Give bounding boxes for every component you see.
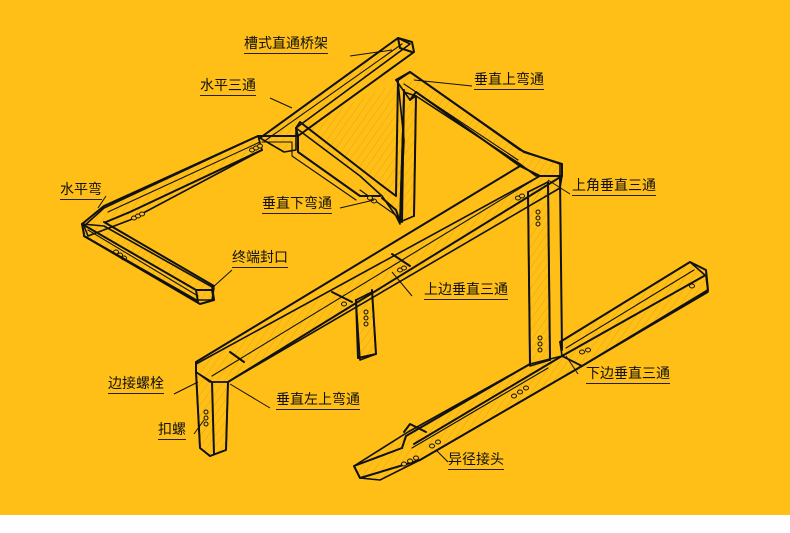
right-vertical-post (527, 177, 563, 367)
vertical-upper-bend (395, 71, 563, 223)
label-end-cap: 终端封口 (232, 250, 288, 268)
label-upper-corner-vertical-tee: 上角垂直三通 (572, 178, 656, 196)
label-horizontal-bend: 水平弯 (60, 182, 102, 200)
label-vertical-upper-bend: 垂直上弯通 (474, 72, 544, 90)
label-vertical-lower-bend: 垂直下弯通 (262, 196, 332, 214)
label-reducer-joint: 异径接头 (448, 452, 504, 470)
label-trough-straight: 槽式直通桥架 (244, 36, 328, 54)
main-straight-run (195, 165, 563, 383)
leader-lines (97, 49, 579, 463)
label-lower-side-vertical-tee: 下边垂直三通 (586, 366, 670, 384)
lower-right-tray (559, 261, 709, 367)
left-frame (81, 37, 415, 305)
label-upper-side-vertical-tee: 上边垂直三通 (424, 282, 508, 300)
vertical-left-upper-bend (195, 371, 229, 457)
label-side-bolt: 边接螺栓 (108, 376, 164, 394)
diagram-canvas: 槽式直通桥架 水平三通 垂直上弯通 水平弯 垂直下弯通 上角垂直三通 终端封口 … (0, 0, 790, 515)
label-vertical-left-upper-bend: 垂直左上弯通 (276, 392, 360, 410)
label-button-nut: 扣螺 (158, 422, 186, 440)
label-horizontal-tee: 水平三通 (200, 78, 256, 96)
upper-side-vertical-tee (355, 289, 377, 361)
cable-tray-drawing (81, 37, 709, 481)
